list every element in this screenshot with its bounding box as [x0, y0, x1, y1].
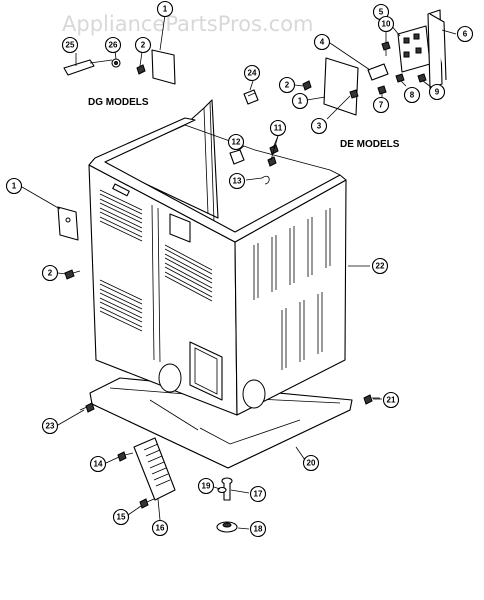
part-23-screw [79, 402, 95, 413]
part-7-screw [377, 85, 387, 95]
part-1-bracket-left [57, 206, 79, 241]
cabinet [88, 99, 353, 469]
part-1-bracket-de [323, 57, 359, 116]
callout-20: 20 [302, 454, 320, 472]
callout-17: 17 [249, 485, 267, 503]
left-louvres [99, 189, 213, 332]
svg-text:25: 25 [66, 41, 75, 50]
part-1-bracket-dg [151, 49, 176, 85]
svg-text:2: 2 [48, 269, 53, 278]
callout-18: 18 [249, 520, 267, 538]
svg-text:12: 12 [232, 138, 241, 147]
svg-text:17: 17 [254, 490, 263, 499]
callout-6: 6 [456, 25, 474, 43]
leader-lines [21, 14, 457, 530]
part-16-access-panel [133, 437, 176, 501]
callout-2-de: 2 [278, 76, 296, 94]
part-15-screw [139, 498, 155, 509]
part-2-screw-dg [136, 64, 146, 75]
callout-11: 11 [269, 119, 287, 137]
callout-9: 9 [428, 83, 446, 101]
svg-text:1: 1 [163, 5, 168, 14]
part-13-clip [261, 175, 270, 185]
callout-15: 15 [112, 508, 130, 526]
svg-text:1: 1 [298, 97, 303, 106]
part-4-clip [367, 63, 389, 81]
part-3-nut [349, 89, 359, 99]
part-19-nut [217, 486, 227, 494]
svg-text:1: 1 [12, 182, 17, 191]
part-21-screw [363, 394, 380, 405]
part-10-screw [381, 41, 391, 56]
callout-2-left: 2 [41, 264, 59, 282]
svg-text:2: 2 [141, 41, 146, 50]
svg-text:15: 15 [117, 513, 126, 522]
callout-22: 22 [371, 257, 389, 275]
callout-24: 24 [243, 64, 261, 82]
part-14-screw [117, 451, 134, 462]
callout-25: 25 [61, 36, 79, 54]
callout-19: 19 [197, 477, 215, 495]
svg-text:13: 13 [233, 177, 242, 186]
callout-23: 23 [41, 417, 59, 435]
callout-8: 8 [403, 86, 421, 104]
svg-text:11: 11 [274, 124, 283, 133]
part-8-screw [395, 73, 405, 83]
svg-text:5: 5 [379, 8, 384, 17]
svg-text:19: 19 [202, 482, 211, 491]
svg-text:18: 18 [254, 525, 263, 534]
callout-12: 12 [227, 133, 245, 151]
svg-text:22: 22 [376, 262, 385, 271]
svg-text:6: 6 [463, 30, 468, 39]
svg-text:23: 23 [46, 422, 55, 431]
svg-text:2: 2 [285, 81, 290, 90]
part-24-block [243, 89, 259, 105]
callout-1-left: 1 [5, 177, 23, 195]
part-2-screw-de [302, 80, 312, 91]
part-5-terminal-block [397, 25, 431, 73]
callout-13: 13 [228, 172, 246, 190]
callout-21: 21 [382, 391, 400, 409]
svg-text:7: 7 [379, 101, 384, 110]
callout-4: 4 [313, 33, 331, 51]
callout-26: 26 [104, 36, 122, 54]
svg-text:10: 10 [382, 20, 391, 29]
part-12-clip [229, 149, 245, 165]
svg-text:20: 20 [307, 459, 316, 468]
callout-1-de: 1 [291, 92, 309, 110]
callout-2-dg: 2 [134, 36, 152, 54]
dg-models-label: DG MODELS [88, 97, 149, 108]
svg-text:8: 8 [410, 91, 415, 100]
right-side-panel [234, 179, 347, 416]
part-26-connector [111, 58, 121, 68]
part-25-igniter [63, 59, 113, 76]
right-ribs [253, 208, 331, 370]
svg-text:4: 4 [320, 38, 325, 47]
callout-7: 7 [372, 96, 390, 114]
part-9-screw [417, 73, 427, 83]
watermark-text: AppliancePartsPros.com [62, 12, 314, 36]
callout-1-dg: 1 [156, 0, 174, 18]
part-2-screw-left [64, 269, 81, 280]
de-models-label: DE MODELS [340, 139, 400, 150]
svg-text:24: 24 [248, 69, 257, 78]
part-18-foot [216, 521, 238, 533]
part-6-bracket [427, 9, 447, 89]
svg-text:14: 14 [94, 460, 103, 469]
callout-16: 16 [151, 519, 169, 537]
svg-text:9: 9 [435, 88, 440, 97]
svg-text:16: 16 [156, 524, 165, 533]
callout-10: 10 [377, 15, 395, 33]
svg-text:21: 21 [387, 396, 396, 405]
svg-text:3: 3 [317, 122, 322, 131]
svg-text:26: 26 [109, 41, 118, 50]
callout-14: 14 [89, 455, 107, 473]
callout-3: 3 [310, 117, 328, 135]
